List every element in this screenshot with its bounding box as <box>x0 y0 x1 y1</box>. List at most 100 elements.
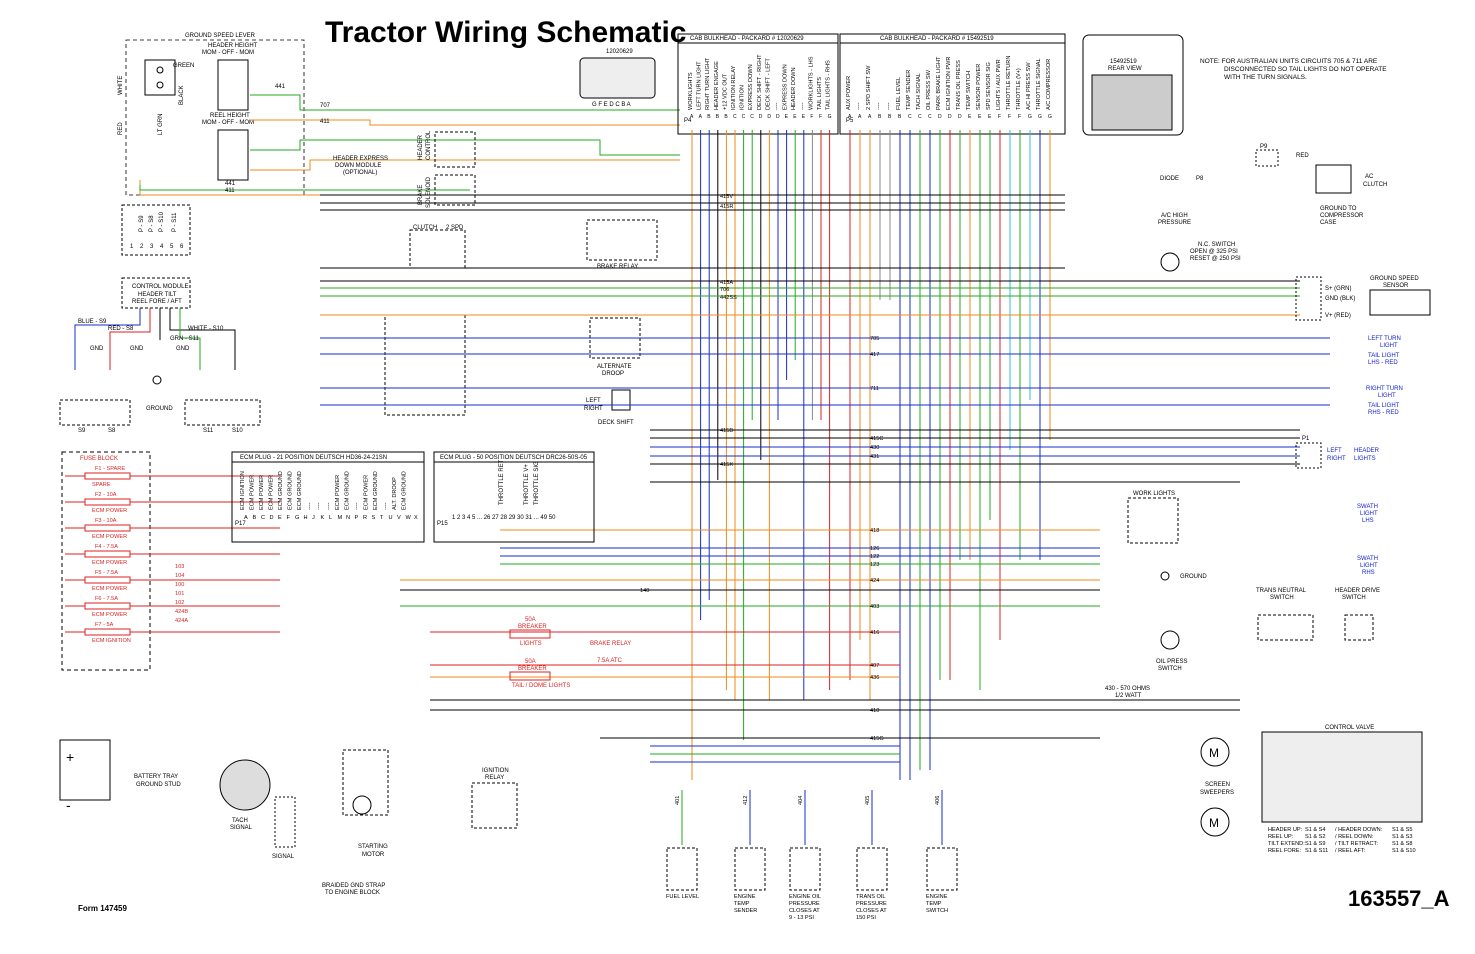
svg-text:CONTROL VALVE: CONTROL VALVE <box>1325 725 1374 731</box>
bulkhead-pin-id: C <box>750 114 754 120</box>
wire-number: 415V <box>720 194 733 200</box>
bulkhead-pin-id: B <box>724 114 728 120</box>
ac-high-pressure-switch: A/C HIGH PRESSURE N.C. SWITCH OPEN @ 325… <box>1158 213 1241 272</box>
svg-text:RIGHT: RIGHT <box>584 406 603 412</box>
svg-text:THROTTLE V+: THROTTLE V+ <box>524 464 530 505</box>
bulkhead-pin-id: E <box>988 114 992 120</box>
svg-text:P - S8: P - S8 <box>149 215 155 232</box>
control-valve-row: / TILT RETRACT: <box>1335 841 1378 847</box>
svg-text:BRAKE RELAY: BRAKE RELAY <box>597 264 638 270</box>
bulkhead-pin-id: E <box>802 114 806 120</box>
control-valve-row: S1 & S10 <box>1392 848 1416 854</box>
svg-text:CONTROL: CONTROL <box>426 130 432 160</box>
bulkhead-pin-label: LEFT TURN LIGHT <box>697 61 703 110</box>
wire-number-labels: 415V415R415A706442SS705417711415B415C430… <box>640 194 884 742</box>
svg-text:BATTERY TRAY: BATTERY TRAY <box>134 774 178 780</box>
svg-text:SWITCH: SWITCH <box>1342 595 1366 601</box>
svg-text:GREEN: GREEN <box>173 63 194 69</box>
sensor-icon <box>926 847 958 891</box>
fuse-label: ECM POWER <box>92 612 127 618</box>
bulkhead-pin-id: G <box>1028 114 1032 120</box>
svg-text:M: M <box>1209 816 1219 830</box>
bulkhead-pin-id: B <box>707 114 711 120</box>
ecm-pin-id: F <box>287 515 291 521</box>
svg-text:SWITCH: SWITCH <box>1158 666 1182 672</box>
bulkhead-pin-label: IGNITION RELAY <box>731 65 737 110</box>
ecm-pin-id: U <box>389 515 393 521</box>
svg-text:2 SPD: 2 SPD <box>446 225 464 231</box>
svg-text:P - S11: P - S11 <box>172 212 178 232</box>
bulkhead-pin-id: A <box>690 114 694 120</box>
sensor-label: PRESSURE <box>789 901 820 907</box>
ecm-pin-id: M <box>338 515 343 521</box>
ground-speed-lever: GROUND SPEED LEVER HEADER HEIGHT MOM - O… <box>118 33 305 196</box>
sensor-label: SENDER <box>734 908 757 914</box>
sensor-label: CLOSES AT <box>789 908 820 914</box>
bulkhead-pin-id: C <box>928 114 932 120</box>
bulkhead-pin-id: F <box>819 114 822 120</box>
ecm-pin-id: C <box>261 515 265 521</box>
bulkhead-pin-label: ---- <box>856 102 862 110</box>
schematic-title: Tractor Wiring Schematic <box>325 16 687 49</box>
svg-text:MOTOR: MOTOR <box>362 852 385 858</box>
fuse-name: F6 - 7.5A <box>95 596 118 602</box>
svg-text:P8: P8 <box>1196 176 1204 182</box>
svg-text:V+ (RED): V+ (RED) <box>1325 313 1351 319</box>
svg-text:LIGHTS: LIGHTS <box>1354 456 1376 462</box>
bulkhead-pin-id: F <box>1018 114 1021 120</box>
svg-text:HEADER TILT: HEADER TILT <box>138 292 177 298</box>
svg-text:RED: RED <box>118 122 124 135</box>
ecm-plug-21: ECM PLUG - 21 POSITION DEUTSCH HD36-24-2… <box>231 451 425 543</box>
bulkhead-pin-label: TAIL LIGHTS - RHS <box>826 60 832 110</box>
wire-number: 126 <box>870 546 879 552</box>
ecm-pin-id: B <box>253 515 257 521</box>
ecm-pin-function: ECM GROUND <box>373 471 379 510</box>
svg-text:SOLENOID: SOLENOID <box>426 176 432 208</box>
svg-text:TRANS NEUTRAL: TRANS NEUTRAL <box>1256 588 1307 594</box>
ignition-relay: IGNITION RELAY <box>471 768 518 829</box>
fuse-label: SPARE <box>92 482 111 488</box>
bulkhead-pin-id: G <box>1048 114 1052 120</box>
wire-number: 424 <box>870 578 879 584</box>
svg-text:4: 4 <box>160 244 164 250</box>
fuse-label: ECM POWER <box>92 586 127 592</box>
control-valve-row: S1 & S2 <box>1305 834 1326 840</box>
header-lights: P1 LEFT RIGHT HEADER LIGHTS <box>1295 436 1380 469</box>
work-lights: WORK LIGHTS SWATH LIGHT LHS SWATH LIGHT … <box>1127 491 1378 576</box>
ecm-pin-id: J <box>312 515 315 521</box>
control-valve-row: S1 & S4 <box>1305 827 1326 833</box>
svg-text:707: 707 <box>320 103 331 109</box>
ecm-pin-function: ECM GROUND <box>402 471 408 510</box>
bulkhead-pin-id: D <box>958 114 962 120</box>
ecm-plug-50: ECM PLUG - 50 POSITION DEUTSCH DRC26-50S… <box>433 451 595 543</box>
svg-text:FUSE BLOCK: FUSE BLOCK <box>80 456 118 462</box>
form-number: Form 147459 <box>78 904 127 913</box>
wire-number: 410 <box>870 708 879 714</box>
svg-text:GRN - S11: GRN - S11 <box>170 336 200 342</box>
wire-number: 415C <box>870 436 883 442</box>
ecm-pin-function: ---- <box>354 502 360 510</box>
ecm-pin-function: ECM GROUND <box>278 471 284 510</box>
svg-text:RED - S8: RED - S8 <box>108 326 134 332</box>
bulkhead-pin-id: A <box>858 114 862 120</box>
svg-text:LIGHT: LIGHT <box>1380 343 1398 349</box>
ecm-pin-id: W <box>406 515 412 521</box>
ecm-pin-id: E <box>278 515 282 521</box>
ecm-pin-function: ECM GROUND <box>288 471 294 510</box>
fuse-name: F1 - SPARE <box>95 466 125 472</box>
svg-text:LIGHT: LIGHT <box>1360 511 1378 517</box>
svg-text:WHITE - S10: WHITE - S10 <box>188 326 224 332</box>
sensor-wire-number: 401 <box>675 796 681 805</box>
fuse-wire-number: 102 <box>175 600 184 606</box>
svg-text:SWATH: SWATH <box>1357 504 1378 510</box>
breakers: 50A BREAKER LIGHTS BRAKE RELAY 7.5A ATC … <box>509 617 631 689</box>
ecm-pin-id: K <box>321 515 325 521</box>
ecm-pin-id: A <box>244 515 248 521</box>
svg-text:SIGNAL: SIGNAL <box>272 854 295 860</box>
svg-text:TAIL LIGHT: TAIL LIGHT <box>1368 403 1400 409</box>
fuse-wire-number: 424A <box>175 618 188 624</box>
fuse-label: ECM POWER <box>92 508 127 514</box>
ecm-pin-function: ECM POWER <box>335 475 341 510</box>
sensor-wire-number: 405 <box>865 796 871 805</box>
sensor-icon <box>789 847 821 891</box>
